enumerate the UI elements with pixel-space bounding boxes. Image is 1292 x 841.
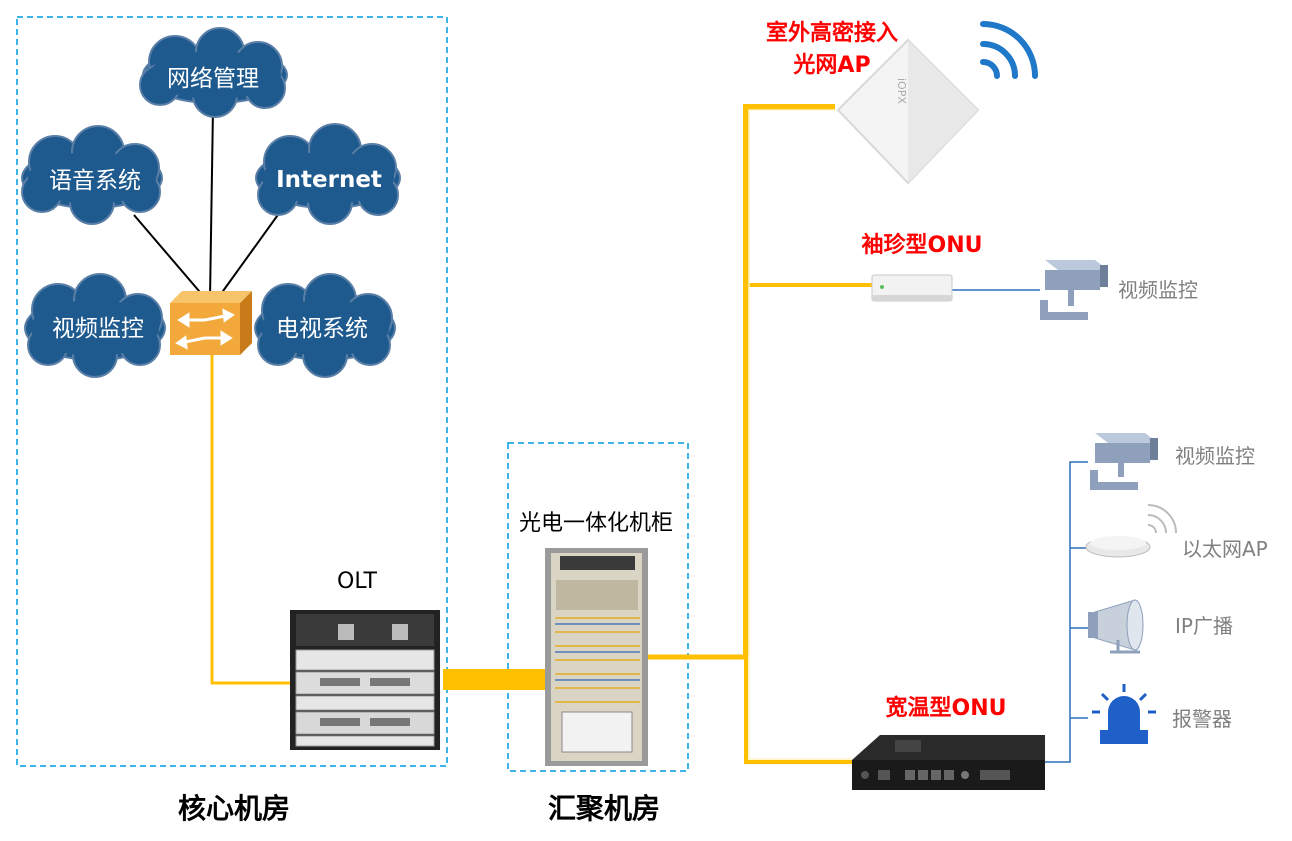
cloud-internet: Internet xyxy=(255,123,401,225)
mini-onu-label: 袖珍型ONU xyxy=(862,232,983,258)
camera-icon xyxy=(1040,260,1108,320)
fiber-highlights xyxy=(748,109,852,760)
alarm-icon xyxy=(1088,680,1160,750)
outdoor-ap-label-line2: 光网AP xyxy=(792,53,870,78)
cabinet-label: 光电一体化机柜 xyxy=(519,511,673,536)
cloud-video-surveillance: 视频监控 xyxy=(24,273,166,378)
outdoor-ap-label-line1: 室外高密接入 xyxy=(766,20,898,46)
mini-onu-camera-label: 视频监控 xyxy=(1118,278,1198,302)
alarm-label: 报警器 xyxy=(1172,707,1232,731)
outdoor-ap-device: iOPX xyxy=(836,38,980,185)
outdoor-ap-brand: iOPX xyxy=(895,78,908,104)
aggregation-room-box xyxy=(507,442,689,772)
wide-temp-onu-label: 宽温型ONU xyxy=(886,695,1007,721)
ip-broadcast-label: IP广播 xyxy=(1175,614,1233,638)
cloud-label-network-management: 网络管理 xyxy=(167,66,259,92)
core-room-label: 核心机房 xyxy=(178,792,290,825)
aggregation-room-label: 汇聚机房 xyxy=(548,792,660,825)
cloud-voice-system: 语音系统 xyxy=(21,125,163,225)
camera-label: 视频监控 xyxy=(1175,444,1255,468)
fiber-links xyxy=(210,104,872,764)
speaker-icon xyxy=(1088,599,1144,654)
cloud-tv-system: 电视系统 xyxy=(254,273,396,378)
camera-icon xyxy=(1090,433,1158,490)
cloud-label-voice-system: 语音系统 xyxy=(49,168,141,194)
cloud-label-internet: Internet xyxy=(276,167,382,193)
olt-label: OLT xyxy=(337,569,378,594)
switch-links xyxy=(133,107,286,299)
olt-chassis xyxy=(290,610,440,750)
wide-temp-onu-device xyxy=(852,735,1045,790)
cloud-network-management: 网络管理 xyxy=(139,27,288,118)
mini-onu-device xyxy=(871,274,953,302)
core-room-box xyxy=(16,16,448,767)
endpoint-links xyxy=(952,289,1088,763)
ethernet-ap-icon xyxy=(1085,504,1177,558)
ethernet-ap-label: 以太网AP xyxy=(1182,537,1268,561)
wifi-signal-icon xyxy=(980,21,1038,79)
optical-electric-cabinet xyxy=(545,548,648,766)
switch-icon xyxy=(170,291,252,355)
cloud-label-tv-system: 电视系统 xyxy=(276,316,368,342)
cloud-label-video-surveillance: 视频监控 xyxy=(52,316,144,342)
